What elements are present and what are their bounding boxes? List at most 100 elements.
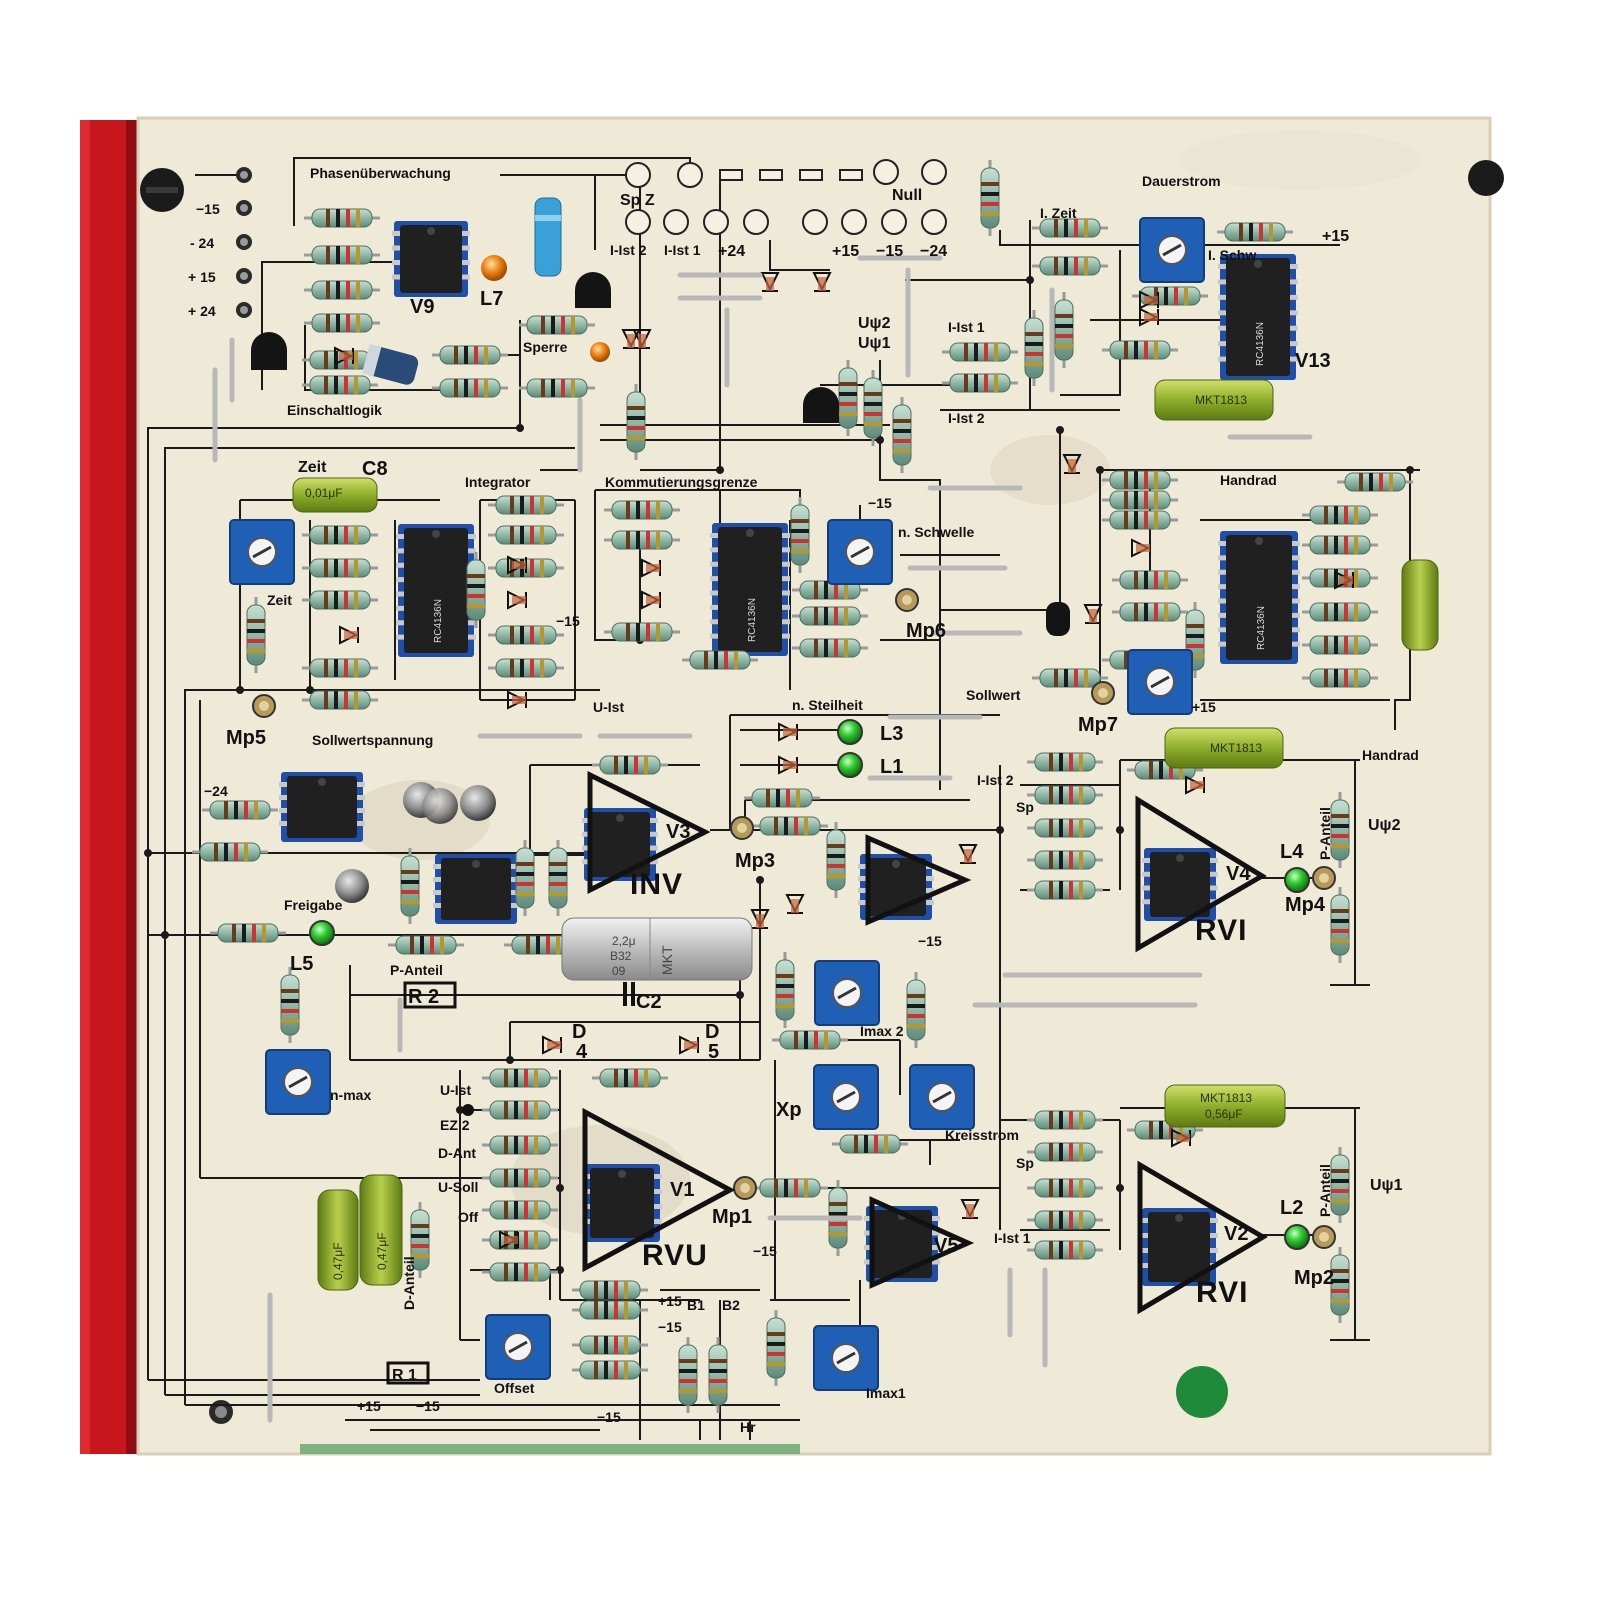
label-rvi-upper: RVI (1195, 914, 1247, 947)
resistor (1302, 602, 1378, 622)
label-minus15-int: −15 (556, 613, 580, 629)
label-m15-top: −15 (876, 243, 903, 260)
resistor (604, 500, 680, 520)
diode (785, 894, 805, 914)
resistor (790, 497, 810, 573)
resistor (626, 384, 646, 460)
resistor (1102, 490, 1178, 510)
label-d-anteil: D-Anteil (401, 1256, 417, 1310)
test-point (895, 588, 919, 612)
opamp-v5 (869, 1196, 975, 1289)
label-mp1: Mp1 (712, 1206, 752, 1228)
opamp-rvi-lower (1137, 1160, 1268, 1315)
trimmer-potentiometer (813, 1064, 879, 1130)
trimmer-potentiometer (1139, 217, 1205, 283)
diode (1139, 290, 1159, 310)
svg-text:MKT: MKT (659, 945, 675, 975)
resistor (1032, 218, 1108, 238)
label-minus24: −24 (204, 783, 228, 799)
diode (339, 625, 359, 645)
resistor (863, 370, 883, 446)
label-d5: D (705, 1021, 719, 1043)
label-n-steilheit: n. Steilheit (792, 697, 863, 713)
resistor (1027, 880, 1103, 900)
trimmer-potentiometer (827, 519, 893, 585)
resistor (766, 1310, 786, 1386)
diode (1334, 570, 1354, 590)
label-mp6: Mp6 (906, 620, 946, 642)
resistor (604, 622, 680, 642)
resistor (432, 378, 508, 398)
label-c8: C8 (362, 458, 388, 480)
resistor (1027, 1210, 1103, 1230)
top-test-pads (625, 159, 947, 235)
svg-text:RC4136N: RC4136N (747, 598, 758, 642)
resistor (482, 1135, 558, 1155)
resistor (1032, 256, 1108, 276)
resistor (482, 1168, 558, 1188)
resistor (488, 625, 564, 645)
ic-chip (433, 854, 519, 924)
svg-text:2,2μ: 2,2μ (612, 934, 636, 948)
resistor (246, 597, 266, 673)
resistor (1054, 292, 1074, 368)
screw-top-right (1468, 160, 1504, 196)
label-handrad-top: Handrad (1220, 472, 1277, 488)
label-imax2: Imax 2 (860, 1023, 904, 1039)
resistor (1337, 472, 1413, 492)
label-offset: Offset (494, 1380, 535, 1396)
svg-text:RC4136N: RC4136N (1256, 606, 1267, 650)
label-hr: Hr (740, 1419, 756, 1435)
ic-chip (279, 772, 365, 842)
resistor (826, 822, 846, 898)
svg-text:MKT1813: MKT1813 (1200, 1091, 1252, 1105)
label-v5: V5 (934, 1235, 958, 1257)
label-p24-top: +24 (718, 243, 745, 260)
label-u-ist-lower: U-Ist (440, 1082, 471, 1098)
resistor (388, 935, 464, 955)
leds (309, 255, 1310, 1250)
label-l2: L2 (1280, 1197, 1303, 1219)
resistor (752, 816, 828, 836)
resistor (1027, 752, 1103, 772)
label-d4n: 4 (576, 1041, 588, 1063)
diode (760, 272, 780, 292)
screw-top-left (140, 168, 184, 212)
cap-mkt-low: MKT1813 0,56μF (1164, 1084, 1286, 1128)
diode (507, 555, 527, 575)
led-l4 (1284, 867, 1310, 893)
resistor (1027, 1142, 1103, 1162)
label-ez2: EZ 2 (440, 1117, 470, 1133)
resistor (302, 658, 378, 678)
resistor (482, 1262, 558, 1282)
opamp-inv (587, 770, 711, 895)
resistor (1102, 340, 1178, 360)
label-mp4: Mp4 (1285, 894, 1326, 916)
cap-c2: 2,2μ B32 09 MKT (561, 917, 753, 981)
resistor (302, 690, 378, 710)
resistor (302, 375, 378, 395)
label-v4: V4 (1226, 863, 1251, 885)
svg-text:RC4136N: RC4136N (1255, 322, 1266, 366)
resistor (1330, 792, 1350, 868)
resistor (432, 345, 508, 365)
resistor (488, 495, 564, 515)
label-u-ist: U-Ist (593, 699, 624, 715)
cap-d-anteil-a: 0,47μF (317, 1189, 359, 1291)
label-n-max: n-max (330, 1087, 371, 1103)
diode (641, 558, 661, 578)
resistor (304, 280, 380, 300)
ic-chip: RC4136N (710, 523, 790, 656)
cap-c8: 0,01μF (292, 477, 378, 513)
film-capacitors: 0,01μF MKT1813 MKT1813 MKT1813 0,56μF 0,… (292, 379, 1439, 1291)
label-i-schw: I. Schw (1208, 247, 1256, 263)
label-r2: R 2 (408, 986, 439, 1008)
label-sp-z: Sp Z (620, 192, 655, 209)
resistor (892, 397, 912, 473)
trimmer-potentiometer (909, 1064, 975, 1130)
diode (778, 722, 798, 742)
label-i-ist2-top: I-Ist 2 (610, 242, 647, 258)
svg-text:B32: B32 (610, 949, 632, 963)
label-uy2: Uψ2 (858, 315, 891, 332)
resistor (482, 1100, 558, 1120)
